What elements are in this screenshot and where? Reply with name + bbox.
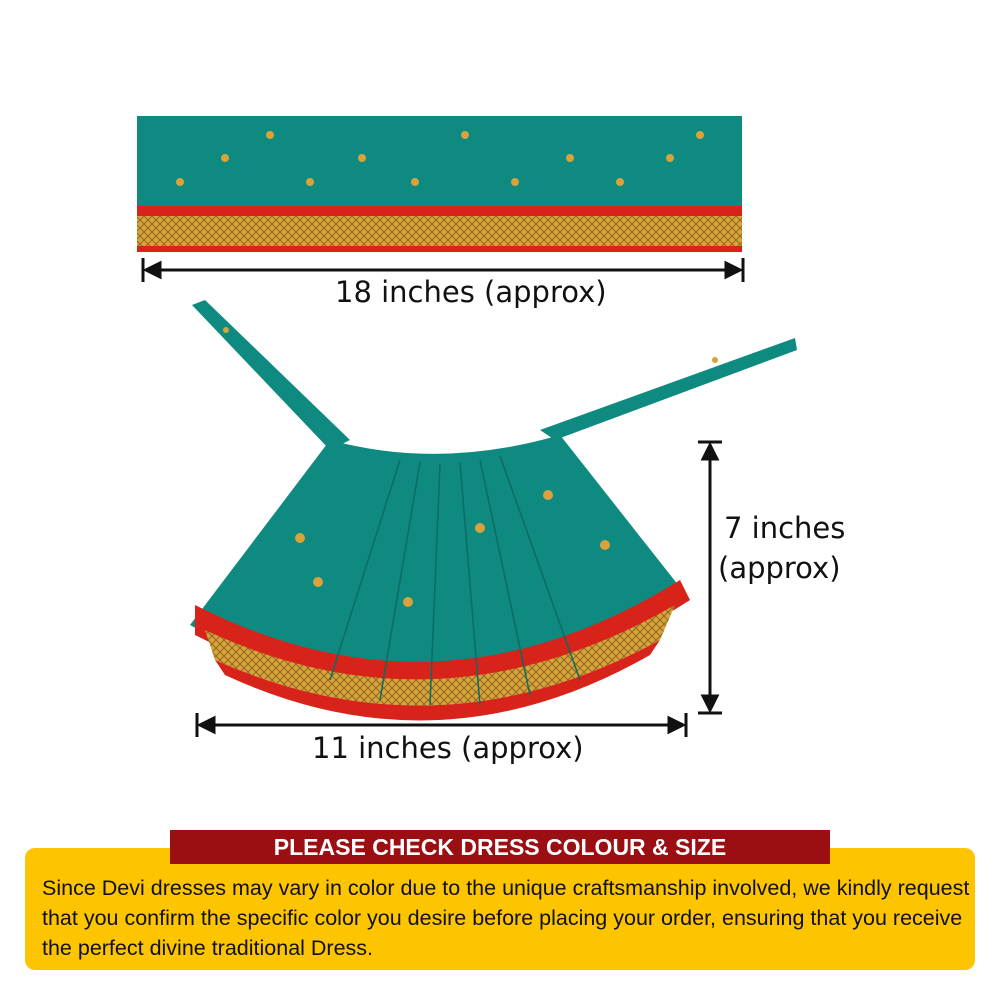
width-label: 18 inches (approx) [335,275,607,309]
skirt-width-arrow [195,713,688,737]
skirt-length-label-line1: 7 inches [724,511,846,545]
skirt-width-label: 11 inches (approx) [312,731,584,765]
skirt-length-label-line2: (approx) [718,551,841,585]
skirt-image [190,300,797,721]
notice-box [25,848,975,970]
notice-title: PLEASE CHECK DRESS COLOUR & SIZE [170,830,830,864]
blouse-piece-image [137,116,742,252]
product-illustration [137,116,797,737]
notice-body: Since Devi dresses may vary in color due… [42,876,970,960]
width-arrow [141,258,745,282]
length-arrow [698,440,722,715]
